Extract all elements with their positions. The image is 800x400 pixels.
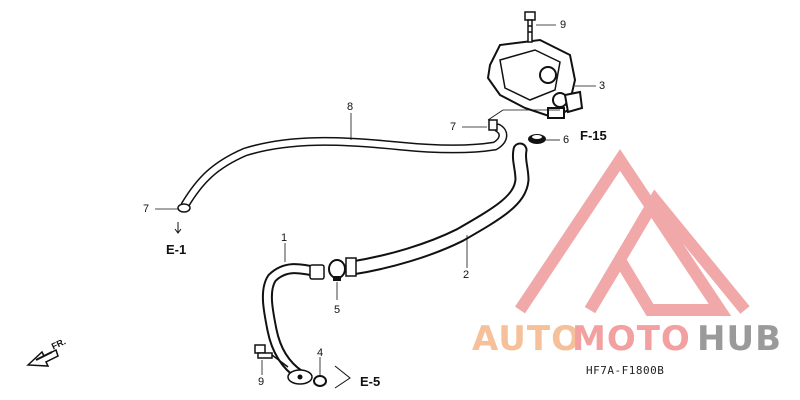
ref-arrows [174, 222, 351, 389]
callout-part-6: 6 [563, 134, 570, 146]
hose-2 [344, 142, 530, 277]
watermark-moto: MOTO [572, 319, 691, 359]
callout-part-9-bottom: 9 [258, 376, 265, 388]
leader-lines [155, 24, 596, 375]
clamp-7-lower [177, 203, 191, 213]
clamp-7-upper [488, 119, 498, 131]
callout-part-1: 1 [281, 232, 288, 244]
valve-assembly-3 [486, 38, 584, 120]
watermark-hub: HUB [697, 319, 782, 359]
bolt-9-bottom [254, 344, 289, 368]
seal-6 [528, 134, 546, 144]
pipe-1 [261, 263, 325, 385]
callout-part-3: 3 [599, 80, 606, 92]
callout-part-7-upper: 7 [450, 121, 457, 133]
o-ring-4 [313, 375, 327, 387]
watermark-logo [515, 149, 750, 316]
callout-part-7-lower: 7 [143, 203, 150, 215]
ref-e5: E-5 [360, 374, 381, 389]
hose-8 [180, 123, 508, 210]
watermark-text: AUTO MOTO HUB [472, 322, 792, 358]
ref-e1: E-1 [166, 242, 187, 257]
callout-part-2: 2 [463, 269, 470, 281]
diagram-code: HF7A-F1800B [586, 364, 665, 377]
callout-part-5: 5 [334, 304, 341, 316]
callout-part-4: 4 [317, 347, 324, 359]
ref-f15: F-15 [580, 128, 607, 143]
front-arrow [26, 348, 59, 367]
watermark-auto: AUTO [472, 319, 581, 359]
clamp-5 [328, 259, 346, 281]
callout-part-8: 8 [347, 101, 354, 113]
bolt-9-top [524, 11, 536, 43]
callout-part-9-top: 9 [560, 19, 567, 31]
